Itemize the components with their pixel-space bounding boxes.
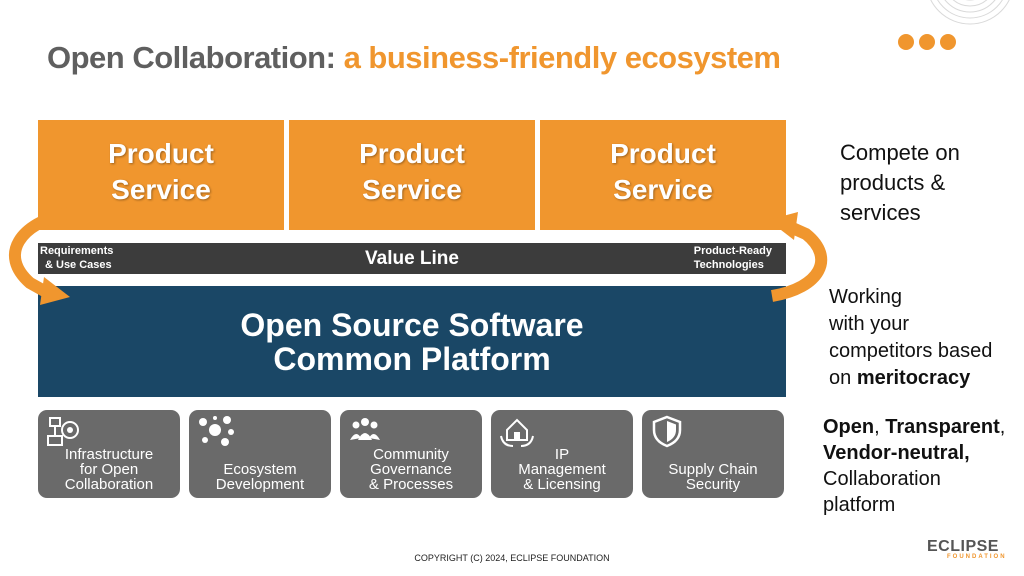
open-text: Open: [823, 416, 875, 438]
tile-label-line: & Processes: [368, 476, 454, 493]
copyright-footer: COPYRIGHT (C) 2024, ECLIPSE FOUNDATION: [414, 553, 610, 563]
compete-text: Compete on products & services: [840, 138, 960, 228]
transparent-text: Transparent: [885, 416, 1000, 438]
product-label: Product: [359, 138, 465, 169]
comma: ,: [999, 416, 1006, 438]
tile-label-line: Development: [215, 476, 305, 493]
tile-ecosystem: Ecosystem Development: [189, 410, 331, 498]
logo-main: ECLIPSE: [927, 538, 999, 555]
product-service-box: Product Service: [38, 120, 284, 230]
service-label: Service: [613, 174, 713, 205]
dot: [919, 34, 935, 50]
tile-label-line: & Licensing: [523, 476, 601, 493]
open-line: Open, Transparent,: [823, 414, 1005, 440]
tile-label-line: Infrastructure: [64, 446, 154, 463]
tile-label-line: Ecosystem: [223, 461, 297, 478]
working-text: Working with your competitors based on m…: [829, 284, 992, 392]
working-line: on meritocracy: [829, 365, 992, 392]
meritocracy-text: meritocracy: [856, 367, 971, 389]
service-label: Service: [111, 174, 211, 205]
tile-label-line: Management: [518, 461, 606, 478]
house-hands-icon: [500, 418, 534, 447]
tile-label-line: Governance: [370, 461, 452, 478]
requirements-line1: Requirements: [40, 245, 114, 257]
right-curved-arrow: [768, 212, 828, 302]
tile-label-line: Supply Chain: [668, 461, 758, 478]
comma: ,: [874, 416, 886, 438]
tile-label-line: Security: [685, 476, 741, 493]
value-line-label: Value Line: [365, 248, 459, 269]
collaboration-line: Collaboration: [823, 468, 941, 490]
tile-ip-management: IP Management & Licensing: [491, 410, 633, 498]
platform-line1: Open Source Software: [240, 306, 584, 343]
community-icon: [350, 418, 380, 440]
compete-line: Compete on: [840, 140, 960, 165]
dot: [940, 34, 956, 50]
decorative-dots: [898, 34, 956, 50]
left-curved-arrow: [8, 207, 70, 305]
platform-line2: Common Platform: [273, 340, 551, 377]
compete-line: products &: [840, 170, 946, 195]
product-service-box: Product Service: [540, 120, 786, 230]
technologies-line1: Product-Ready: [693, 245, 772, 257]
value-line-bar: Requirements & Use Cases Value Line Prod…: [38, 243, 786, 274]
network-icon: [199, 416, 234, 446]
dot: [898, 34, 914, 50]
tile-label-line: for Open: [79, 461, 139, 478]
tile-label-line: Collaboration: [64, 476, 154, 493]
working-prefix: on: [829, 367, 857, 389]
shield-icon: [652, 415, 682, 448]
working-line: competitors based: [829, 340, 993, 362]
product-service-box: Product Service: [289, 120, 535, 230]
product-label: Product: [108, 138, 214, 169]
logo-sub: FOUNDATION: [947, 554, 1007, 560]
tile-label-line: Community: [373, 446, 449, 463]
title-part2: a business-friendly ecosystem: [343, 40, 781, 75]
product-label: Product: [610, 138, 716, 169]
compete-line: services: [840, 200, 921, 225]
platform-line: platform: [823, 494, 896, 516]
service-label: Service: [362, 174, 462, 205]
tile-community: Community Governance & Processes: [340, 410, 482, 498]
technologies-line2: Technologies: [693, 259, 764, 271]
eclipse-logo: ECLIPSE FOUNDATION: [927, 538, 1007, 560]
infrastructure-icon: [47, 417, 79, 446]
open-platform-text: Open, Transparent, Vendor-neutral, Colla…: [823, 414, 1005, 518]
vendor-neutral-text: Vendor-neutral,: [823, 442, 970, 464]
page-title: Open Collaboration: a business-friendly …: [47, 40, 781, 76]
tile-label-line: IP: [554, 446, 570, 463]
requirements-label: Requirements & Use Cases: [40, 244, 113, 272]
title-part1: Open Collaboration:: [47, 40, 336, 75]
tile-infrastructure: Infrastructure for Open Collaboration: [38, 410, 180, 498]
technologies-label: Product-Ready Technologies: [694, 244, 772, 272]
common-platform-box: Open Source Software Common Platform: [38, 286, 786, 397]
decorative-rings: [930, 0, 1010, 25]
tile-supply-chain: Supply Chain Security: [642, 410, 784, 498]
working-line: Working: [829, 286, 902, 308]
working-line: with your: [829, 313, 910, 335]
requirements-line2: & Use Cases: [45, 259, 112, 271]
